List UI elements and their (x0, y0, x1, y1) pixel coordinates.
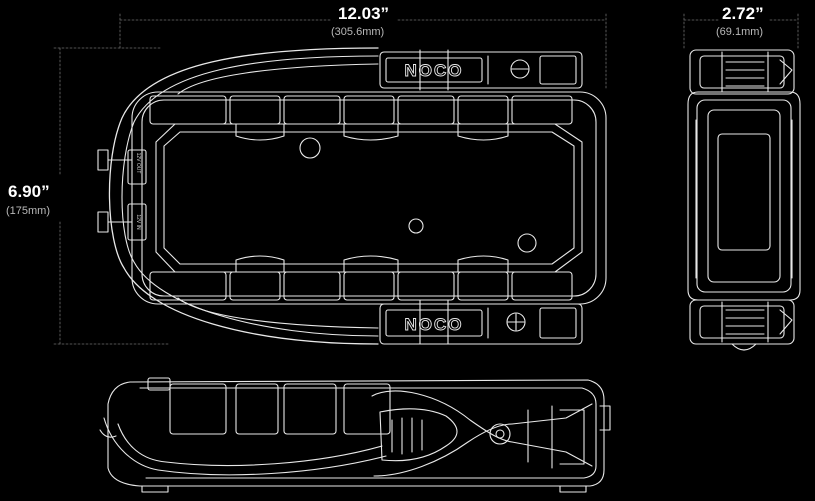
depth-dimension-mm: (69.1mm) (716, 26, 764, 38)
side-clamp-bottom (689, 299, 795, 351)
mounting-hole (517, 233, 537, 253)
usb-port (97, 211, 109, 233)
side-view (687, 49, 801, 351)
brand-logo-top: NOCO (405, 61, 464, 80)
brand-logo-bottom: NOCO (405, 315, 464, 334)
bottom-ribs (149, 255, 573, 301)
width-dimension-mm: (305.6mm) (331, 26, 385, 38)
front-ribs (147, 377, 391, 435)
top-view (97, 47, 607, 345)
mounting-hole (408, 218, 424, 234)
positive-clamp-top (379, 49, 583, 91)
front-clamp (371, 390, 593, 477)
usb-port (97, 149, 109, 171)
depth-dimension-inches: 2.72” (722, 4, 764, 23)
mounting-hole (299, 137, 321, 159)
side-clamp-top (689, 49, 795, 95)
negative-clamp-bottom (379, 299, 583, 345)
width-dimension-inches: 12.03” (338, 4, 390, 23)
dimension-lines (53, 13, 799, 345)
height-dimension-mm: (175mm) (6, 205, 51, 217)
top-ribs (149, 95, 573, 141)
height-dimension-inches: 6.90” (8, 182, 50, 201)
port-label-out: 12V OUT (135, 153, 141, 174)
port-label-in: 12V IN (135, 214, 141, 230)
front-view (99, 377, 611, 493)
